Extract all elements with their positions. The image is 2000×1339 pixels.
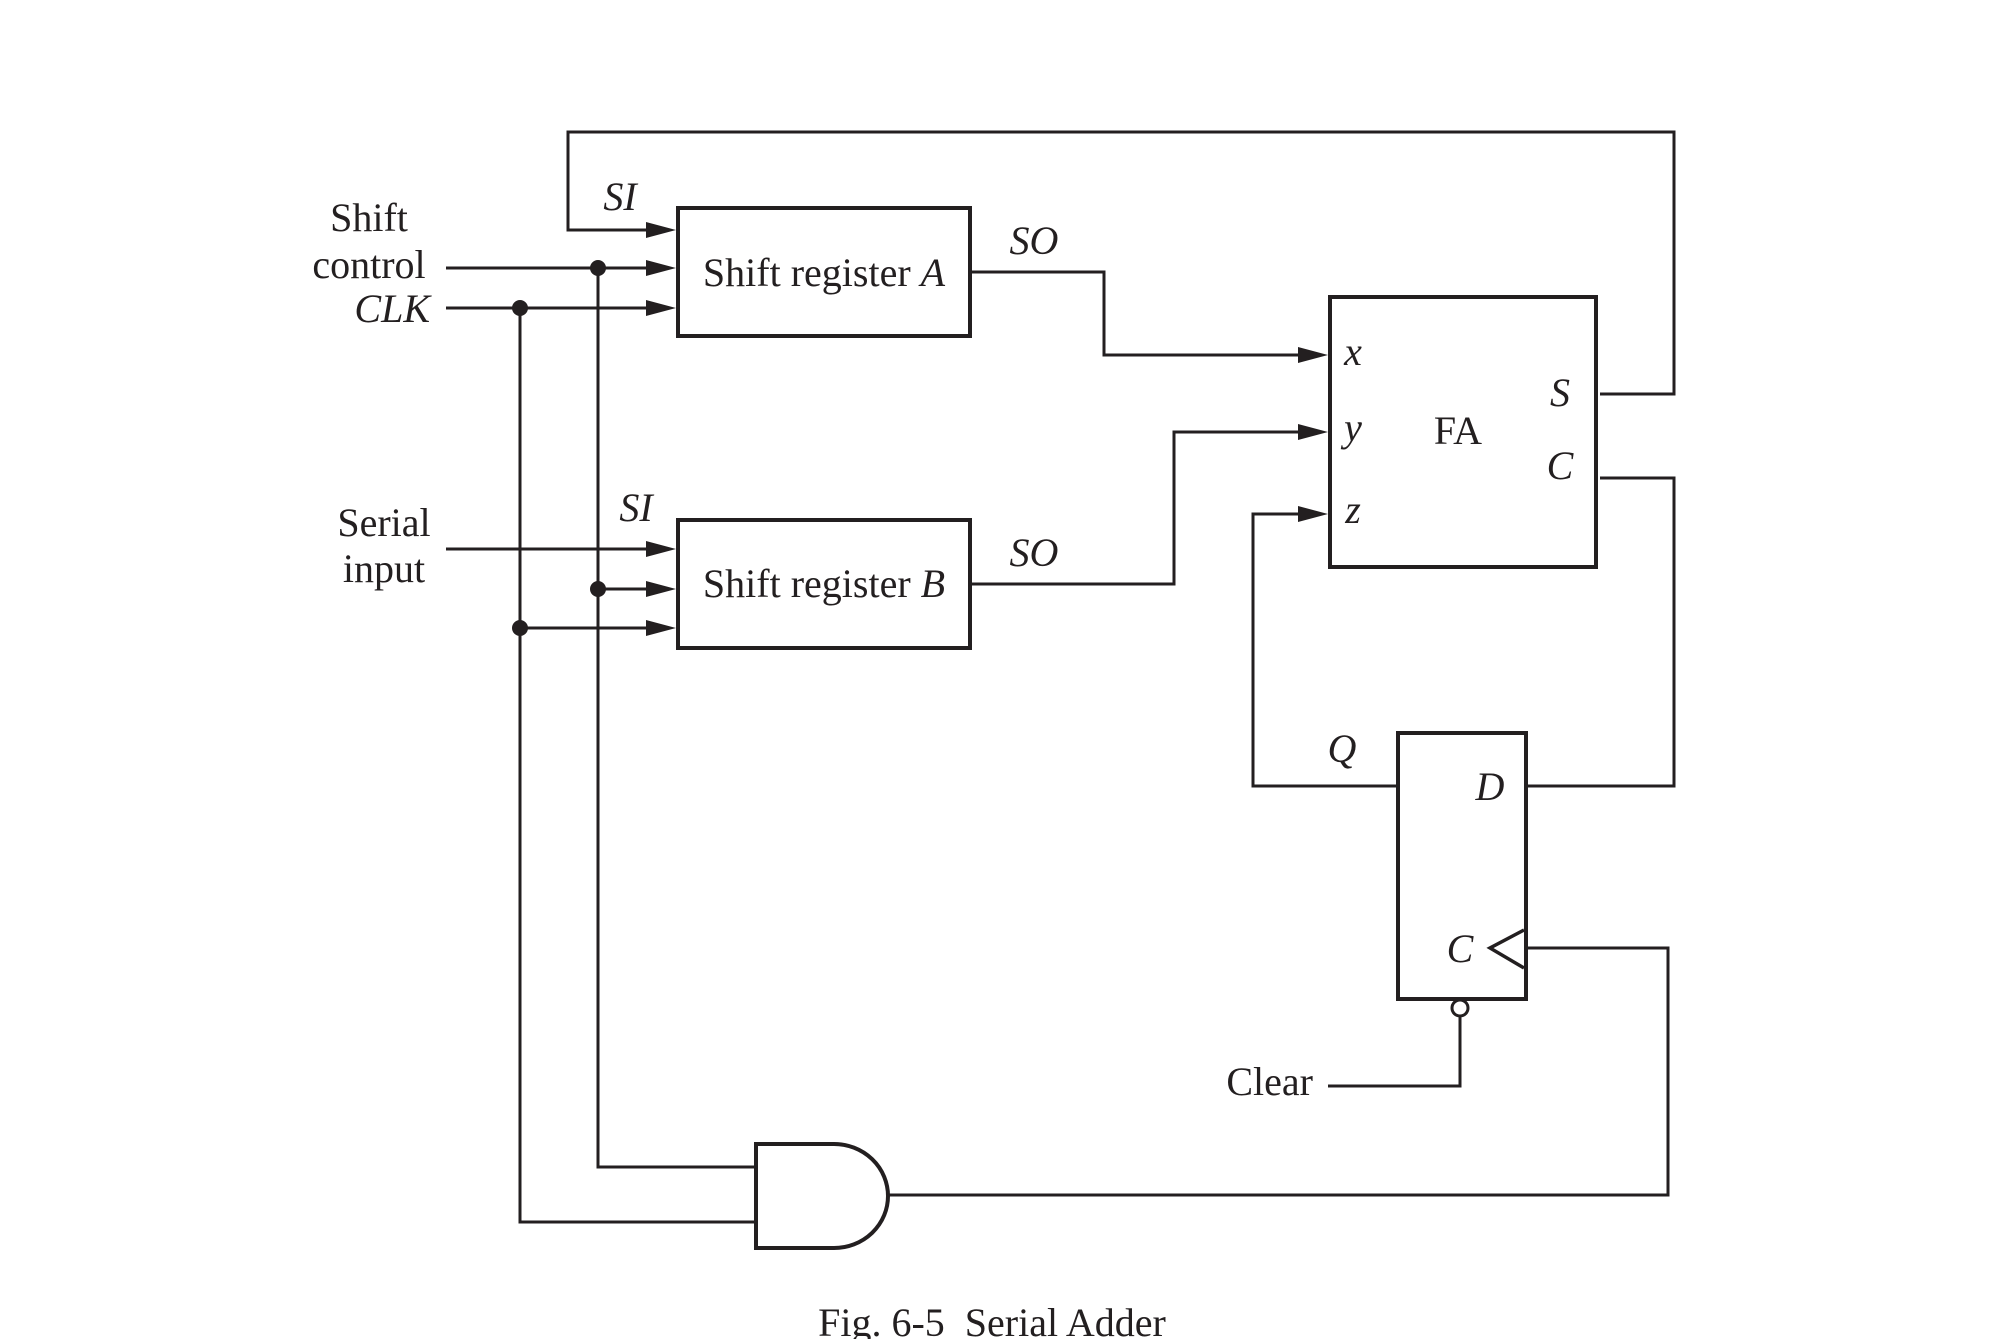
clear-wire [1328, 1016, 1462, 1088]
fa-s-label: S [1550, 370, 1570, 415]
ff-q-label: Q [1328, 726, 1357, 771]
carry-to-d-wire [1524, 476, 1676, 788]
clear-label: Clear [1226, 1059, 1313, 1104]
y-arrow [1298, 424, 1328, 440]
register-b-label: Shift register B [703, 561, 945, 606]
clear-bubble [1450, 998, 1470, 1018]
fa-x-label: x [1343, 329, 1362, 374]
ff-clock-triangle [1486, 928, 1525, 970]
shift-b-arrow [646, 581, 676, 597]
so-a-to-x-wire [970, 270, 1312, 357]
fa-label: FA [1434, 408, 1482, 453]
and-to-ff-clock-wire [888, 946, 1670, 1197]
sum-feedback-wire [566, 130, 1676, 396]
q-to-z-wire [1251, 512, 1400, 788]
shift-register-a [676, 206, 972, 338]
ff-d-label: D [1475, 764, 1505, 809]
shift-bus-wire [596, 268, 758, 1169]
shift-b-junction-dot [590, 581, 606, 597]
shift-a-arrow [646, 260, 676, 276]
fa-y-label: y [1340, 405, 1362, 450]
ff-c-label: C [1447, 926, 1475, 971]
figure-caption: Fig. 6-5 Serial Adder [818, 1300, 1166, 1339]
so-b-to-y-wire [970, 430, 1312, 586]
clk-junction-dot [512, 300, 528, 316]
si-a-arrow [646, 222, 676, 238]
clk-a-arrow [646, 300, 676, 316]
clk-bus-wire [518, 308, 758, 1224]
so-b-label: SO [1010, 530, 1059, 575]
si-b-arrow [646, 541, 676, 557]
d-flip-flop [1396, 731, 1528, 1001]
fa-z-label: z [1344, 487, 1361, 532]
input-label: input [343, 546, 425, 591]
fa-c-label: C [1547, 443, 1575, 488]
shift-label: Shift [330, 195, 408, 240]
shift-register-b [676, 518, 972, 650]
x-arrow [1298, 347, 1328, 363]
so-a-label: SO [1010, 218, 1059, 263]
serial-label: Serial [337, 500, 430, 545]
clk-b-junction-dot [512, 620, 528, 636]
and-gate [754, 1142, 890, 1250]
control-label: control [312, 242, 425, 287]
si-b-label: SI [619, 485, 654, 530]
full-adder [1328, 295, 1598, 569]
z-arrow [1298, 506, 1328, 522]
register-a-label: Shift register A [703, 250, 946, 295]
clk-label: CLK [354, 286, 432, 331]
shift-junction-dot [590, 260, 606, 276]
si-a-label: SI [603, 174, 638, 219]
clk-b-arrow [646, 620, 676, 636]
